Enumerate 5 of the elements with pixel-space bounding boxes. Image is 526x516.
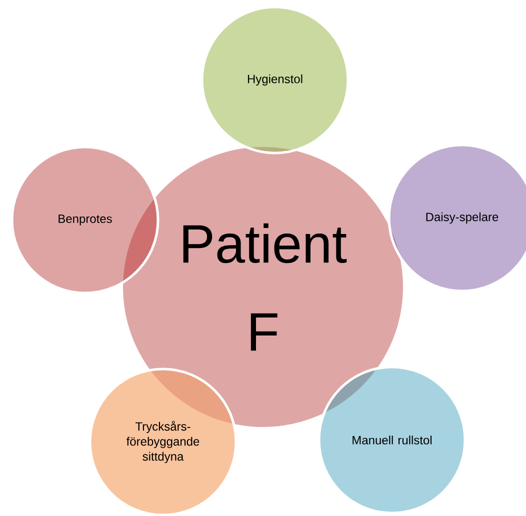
node-label: Benprotes bbox=[58, 214, 112, 226]
node-label: Hygienstol bbox=[248, 74, 302, 86]
node-label: Manuell rullstol bbox=[352, 436, 432, 444]
node-label: förebyggande sittdyna bbox=[126, 436, 200, 464]
node-label: Daisy-spelare bbox=[426, 212, 498, 224]
